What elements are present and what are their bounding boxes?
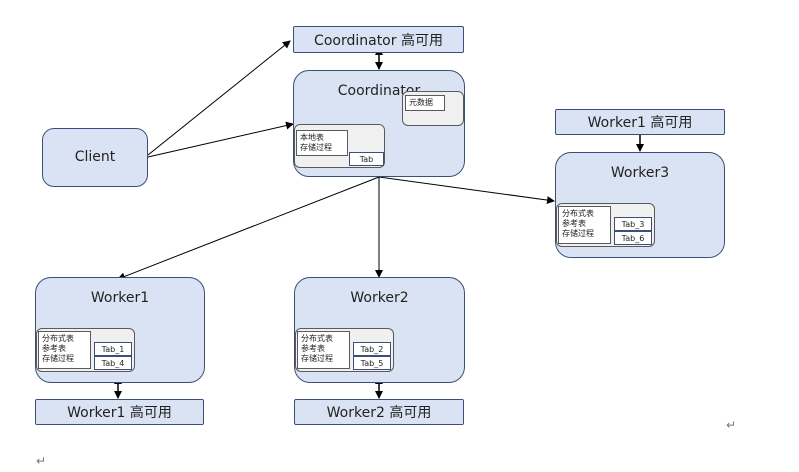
worker3-ha-label: Worker1 高可用 <box>587 115 693 131</box>
coordinator-ha-node: Coordinator 高可用 <box>293 26 464 53</box>
worker1-tab-1: Tab_1 <box>94 342 132 356</box>
stored-procedure-label: 存储过程 <box>300 143 332 152</box>
worker1-tab-2: Tab_4 <box>94 356 132 370</box>
worker2-ha-node: Worker2 高可用 <box>294 399 464 425</box>
worker1-node: Worker1 分布式表 参考表 存储过程 Tab_1 Tab_4 <box>35 277 205 383</box>
arrow-coordinator-to-worker3 <box>378 176 555 205</box>
stored-procedure-label: 存储过程 <box>301 354 333 363</box>
arrow-client-to-coordinator-ha <box>147 40 291 156</box>
worker2-label: Worker2 <box>350 290 409 306</box>
worker3-storage-box: 分布式表 参考表 存储过程 <box>558 206 611 244</box>
client-node: Client <box>42 128 148 187</box>
worker1-storage-box: 分布式表 参考表 存储过程 <box>38 331 91 369</box>
worker1-ha-label: Worker1 高可用 <box>67 405 172 421</box>
stored-procedure-label: 存储过程 <box>562 229 594 238</box>
worker2-storage-panel: 分布式表 参考表 存储过程 Tab_2 Tab_5 <box>295 328 394 372</box>
distributed-table-label: 分布式表 <box>301 334 333 343</box>
stored-procedure-label: 存储过程 <box>42 354 74 363</box>
arrow-coordinator-to-worker1 <box>117 176 380 281</box>
local-table-label: 本地表 <box>300 133 324 142</box>
coordinator-ha-label: Coordinator 高可用 <box>314 32 443 49</box>
worker3-ha-node: Worker1 高可用 <box>555 109 725 135</box>
coordinator-tab: Tab <box>349 152 384 166</box>
coordinator-node: Coordinator 元数据 本地表 存储过程 Tab <box>293 70 465 177</box>
reference-table-label: 参考表 <box>42 344 66 353</box>
worker2-tab-2: Tab_5 <box>353 356 391 370</box>
distributed-table-label: 分布式表 <box>42 334 74 343</box>
arrow-client-to-coordinator <box>147 121 294 158</box>
metadata-box: 元数据 <box>405 95 445 111</box>
reference-table-label: 参考表 <box>562 219 586 228</box>
paragraph-mark-right: ↵ <box>726 418 737 432</box>
metadata-panel: 元数据 <box>402 91 464 126</box>
worker1-ha-node: Worker1 高可用 <box>35 399 204 425</box>
distributed-table-label: 分布式表 <box>562 209 594 218</box>
metadata-label: 元数据 <box>409 98 433 107</box>
worker2-tab-1: Tab_2 <box>353 342 391 356</box>
coordinator-label: Coordinator <box>337 83 421 99</box>
worker3-tab-2: Tab_6 <box>614 231 652 245</box>
worker1-storage-panel: 分布式表 参考表 存储过程 Tab_1 Tab_4 <box>36 328 135 372</box>
paragraph-mark-left: ↵ <box>36 454 47 468</box>
worker3-storage-panel: 分布式表 参考表 存储过程 Tab_3 Tab_6 <box>556 203 655 247</box>
worker1-label: Worker1 <box>90 290 150 306</box>
worker2-node: Worker2 分布式表 参考表 存储过程 Tab_2 Tab_5 <box>294 277 465 383</box>
local-storage-panel: 本地表 存储过程 Tab <box>294 124 385 168</box>
worker2-ha-label: Worker2 高可用 <box>326 405 432 421</box>
worker3-tab-1: Tab_3 <box>614 217 652 231</box>
worker3-node: Worker3 分布式表 参考表 存储过程 Tab_3 Tab_6 <box>555 152 725 258</box>
reference-table-label: 参考表 <box>301 344 325 353</box>
worker2-storage-box: 分布式表 参考表 存储过程 <box>297 331 350 369</box>
client-label: Client <box>74 149 116 165</box>
local-storage-box: 本地表 存储过程 <box>296 130 348 156</box>
worker3-label: Worker3 <box>610 165 670 181</box>
